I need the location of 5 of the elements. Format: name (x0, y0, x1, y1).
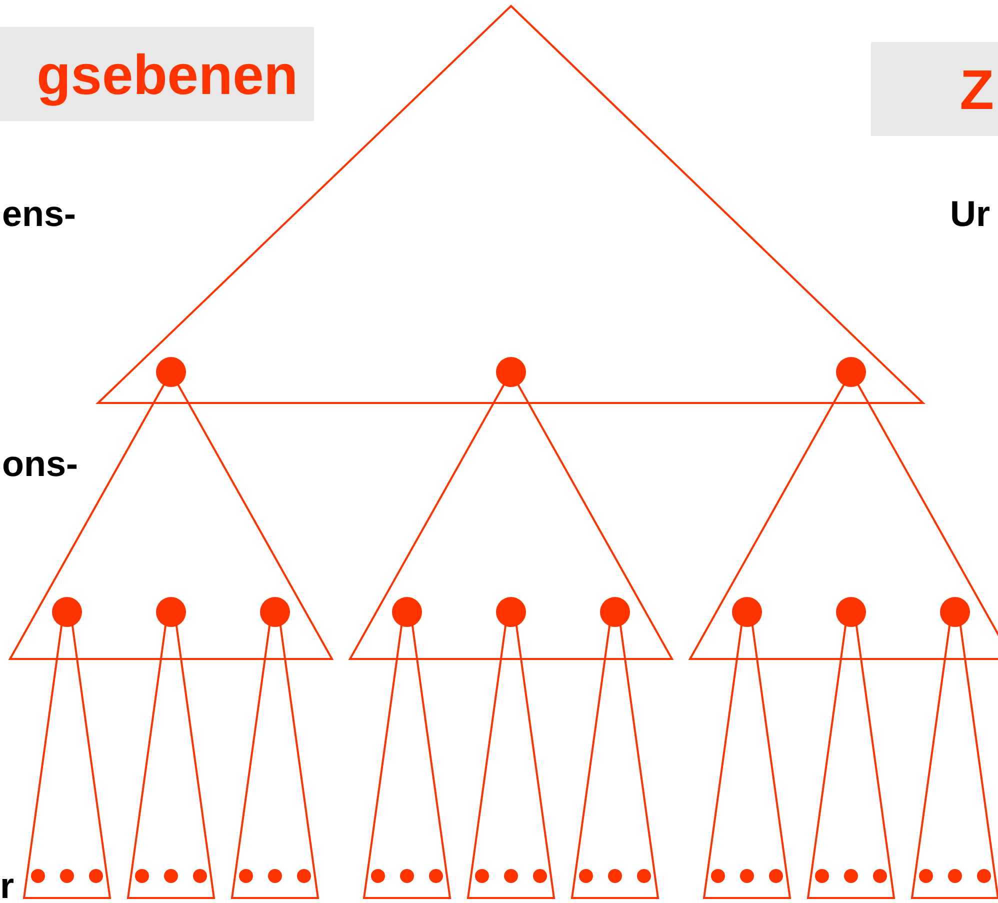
level-label: ens- (2, 196, 76, 232)
level-label: r (0, 868, 14, 903)
heading-text: Z (960, 62, 994, 118)
level-label: Ur (950, 196, 990, 232)
level-label: ons- (2, 446, 78, 482)
